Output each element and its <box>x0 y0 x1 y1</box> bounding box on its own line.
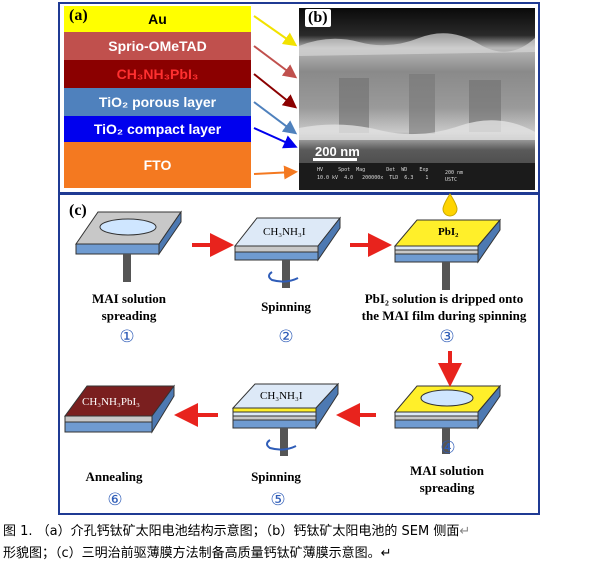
step2-text: Spinning <box>261 299 311 314</box>
step3-text-line1: PbI₂ solution is dripped onto <box>364 291 524 306</box>
sem-scale-bar-label: 200 nm <box>315 144 360 159</box>
sem-info-scale: 200 nm <box>445 170 464 176</box>
layer-fto-label: FTO <box>143 157 172 173</box>
arrow-fto <box>253 165 298 180</box>
step3-text-line2: the MAI film during spinning <box>361 308 527 323</box>
substrate-label-pbi2: PbI₂ <box>438 226 459 238</box>
step2-number-visible: ② <box>278 327 294 347</box>
sem-info-values: 10.0 kV 4.0 200000x TLD 6.3 1 <box>317 175 429 181</box>
layer-tio2-porous-label: TiO₂ porous layer <box>98 94 217 110</box>
step1-text-line2: spreading <box>101 308 157 323</box>
step4-number: ④ <box>440 438 456 458</box>
step1-number: ① <box>119 327 135 347</box>
layer-perovskite: CH₃NH₃PbI₃ <box>64 60 251 88</box>
sem-info-header: HV Spot Mag Det WD Exp <box>317 167 429 173</box>
layer-arrows <box>253 15 298 180</box>
step1-text-line1: MAI solution <box>91 291 167 306</box>
step4-text-line2: spreading <box>419 480 475 495</box>
arrow-spiro <box>253 45 298 79</box>
bottom-panel-frame <box>58 193 540 515</box>
layer-perovskite-label: CH₃NH₃PbI₃ <box>116 66 199 82</box>
substrate-step1 <box>75 210 182 282</box>
layer-spiro: Sprio-OMeTAD <box>64 32 251 60</box>
arrow-perovskite <box>253 73 298 109</box>
substrate-step3 <box>393 218 502 290</box>
step5-text: Spinning <box>251 469 301 484</box>
layer-tio2-porous: TiO₂ porous layer <box>64 88 251 116</box>
process-arrows <box>174 233 462 427</box>
substrate-label-perovskite: CH₃NH₃PbI₃ <box>82 396 140 408</box>
step5-number: ⑤ <box>270 490 286 510</box>
step4-text-line1: MAI solution <box>409 463 485 478</box>
substrate-step2 <box>233 216 342 288</box>
panel-b-label: (b) <box>305 9 331 27</box>
arrow-tio2-porous <box>253 101 298 135</box>
panel-c-label: (c) <box>66 202 90 220</box>
caption-line1-text: 图 1. （a）介孔钙钛矿太阳电池结构示意图；（b）钙钛矿太阳电池的 SEM 侧… <box>3 524 460 539</box>
panel-a-label: (a) <box>66 7 91 25</box>
step4-text: MAI solution spreading <box>392 462 502 496</box>
sem-image: 200 nm HV Spot Mag Det WD Exp 10.0 kV 4.… <box>299 8 535 190</box>
step1-text: MAI solution spreading <box>74 290 184 324</box>
substrate-step6 <box>64 384 175 434</box>
arrow-tio2-compact <box>253 127 298 149</box>
caption-line1: 图 1. （a）介孔钙钛矿太阳电池结构示意图；（b）钙钛矿太阳电池的 SEM 侧… <box>3 521 593 543</box>
layer-tio2-compact-label: TiO₂ compact layer <box>93 121 222 137</box>
sem-texture <box>299 8 535 190</box>
layer-tio2-compact: TiO₂ compact layer <box>64 116 251 142</box>
sem-info-org: USTC <box>445 177 458 183</box>
substrate-label-mai-2: CH₃NH₃I <box>260 390 303 402</box>
layer-au-label: Au <box>148 11 167 27</box>
substrate-step4 <box>393 384 502 454</box>
step6-text: Annealing <box>85 469 143 484</box>
step6-number: ⑥ <box>107 490 123 510</box>
arrow-au <box>253 15 298 47</box>
layer-spiro-label: Sprio-OMeTAD <box>108 38 207 54</box>
substrate-label-mai-1: CH₃NH₃I <box>263 226 306 238</box>
layer-fto: FTO <box>64 142 251 188</box>
caption-line2: 形貌图；（c）三明治前驱薄膜方法制备高质量钙钛矿薄膜示意图。↵ <box>3 546 392 561</box>
figure-caption: 图 1. （a）介孔钙钛矿太阳电池结构示意图；（b）钙钛矿太阳电池的 SEM 侧… <box>3 521 593 565</box>
caption-line1-mark: ↵ <box>459 524 471 539</box>
layer-au: Au <box>64 6 251 32</box>
step3-text: PbI₂ solution is dripped onto the MAI fi… <box>344 290 544 324</box>
substrate-step5 <box>231 382 340 456</box>
pbi2-droplet <box>442 193 458 217</box>
step3-number: ③ <box>439 327 455 347</box>
